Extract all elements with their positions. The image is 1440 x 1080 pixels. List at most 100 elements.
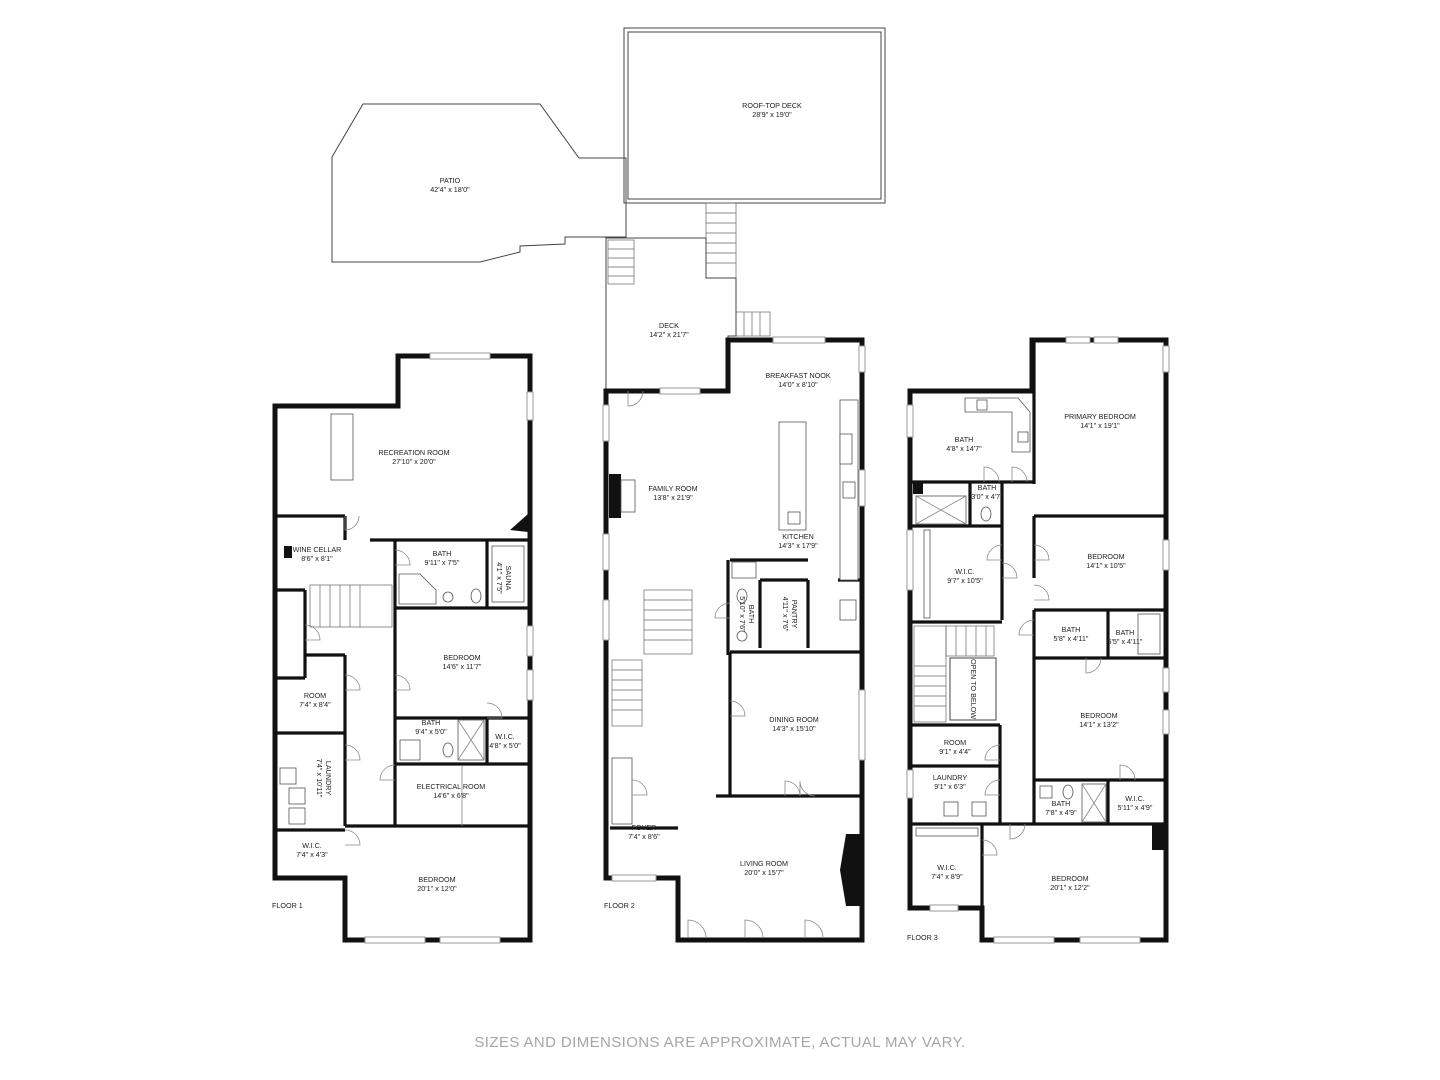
f1-wic1-name: W.I.C. bbox=[495, 732, 515, 741]
f1-laundry-name: LAUNDRY bbox=[324, 761, 333, 795]
f3-wic1-dim: 9'7" x 10'5" bbox=[947, 576, 983, 585]
patio-dim: 42'4" x 18'0" bbox=[430, 185, 470, 194]
f2-pantry-name: PANTRY bbox=[790, 600, 799, 629]
f1-wic2-name: W.I.C. bbox=[302, 841, 322, 850]
f3-bedroom1-dim: 14'1" x 10'5" bbox=[1086, 561, 1126, 570]
f2-bath-label: BATH 5'10" x 7'6" bbox=[738, 596, 756, 632]
recreation-fireplace bbox=[510, 514, 528, 532]
f3-bath2-toilet bbox=[980, 506, 992, 522]
floor2-bath-fixtures bbox=[736, 588, 748, 642]
f3-shower-x2 bbox=[915, 495, 967, 525]
f1-laundry-dim: 7'4" x 10'11" bbox=[315, 759, 324, 798]
floor1-doors bbox=[304, 515, 503, 846]
roof-deck-stairs bbox=[705, 202, 771, 337]
f2-bath-name: BATH bbox=[747, 605, 756, 624]
family-fireplace bbox=[609, 474, 621, 518]
f3-bath3-name: BATH bbox=[1062, 625, 1081, 634]
f1-bedroom1-dim: 14'6" x 11'7" bbox=[443, 662, 482, 671]
floor1-label: FLOOR 1 bbox=[272, 901, 303, 910]
floor1-bath-fixtures bbox=[398, 545, 525, 761]
f3-laundry-name: LAUNDRY bbox=[933, 773, 967, 782]
f1-recreation-name: RECREATION ROOM bbox=[379, 448, 450, 457]
f3-bath4-name: BATH bbox=[1116, 628, 1135, 637]
recreation-bar-counter bbox=[330, 413, 354, 481]
f3-bath2-dim: 3'0" x 4'7" bbox=[971, 492, 1003, 501]
f1-room-dim: 7'4" x 8'4" bbox=[299, 700, 331, 709]
f3-bedroom2-dim: 14'1" x 13'2" bbox=[1079, 720, 1119, 729]
f3-bath1-sink bbox=[976, 399, 988, 411]
f1-wine-dim: 8'6" x 8'1" bbox=[301, 554, 333, 563]
f2-kitchen-name: KITCHEN bbox=[782, 532, 814, 541]
roof-deck-outline bbox=[623, 27, 886, 204]
disclaimer-text: SIZES AND DIMENSIONS ARE APPROXIMATE, AC… bbox=[474, 1034, 965, 1051]
f3-laundry-dim: 9'1" x 6'3" bbox=[934, 782, 966, 791]
f1-wine-name: WINE CELLAR bbox=[293, 545, 342, 554]
f2-bath-dim: 5'10" x 7'6" bbox=[738, 596, 747, 632]
f1-bedroom2-name: BEDROOM bbox=[418, 875, 455, 884]
roof-deck-dim: 28'9" x 19'0" bbox=[752, 110, 792, 119]
f3-bedroom2-name: BEDROOM bbox=[1080, 711, 1117, 720]
f3-bedroom3-dim: 20'1" x 12'2" bbox=[1050, 883, 1090, 892]
f3-wic2-name: W.I.C. bbox=[1125, 794, 1145, 803]
f3-primary-name: PRIMARY BEDROOM bbox=[1064, 412, 1136, 421]
f1-bedroom2-dim: 20'1" x 12'0" bbox=[417, 884, 457, 893]
f1-bath1-dim: 9'11" x 7'5" bbox=[425, 558, 460, 567]
f1-recreation-dim: 27'10" x 20'0" bbox=[392, 457, 436, 466]
f1-sauna-label: SAUNA 4'1" x 7'5" bbox=[495, 562, 513, 594]
roof-deck-inner bbox=[627, 31, 882, 200]
f3-bath5-name: BATH bbox=[1052, 799, 1071, 808]
f3-bath3-dim: 5'8" x 4'11" bbox=[1054, 634, 1089, 643]
f3-wic1-name: W.I.C. bbox=[955, 567, 975, 576]
f2-dining-dim: 14'3" x 15'10" bbox=[772, 724, 816, 733]
f1-bath2-name: BATH bbox=[422, 718, 441, 727]
f2-breakfast-name: BREAKFAST NOOK bbox=[765, 371, 831, 380]
f2-family-dim: 13'8" x 21'9" bbox=[653, 493, 693, 502]
patio-name: PATIO bbox=[440, 176, 461, 185]
floor1-laundry-appliances bbox=[279, 767, 306, 825]
roof-deck-name: ROOF-TOP DECK bbox=[742, 101, 802, 110]
f3-wic3-name: W.I.C. bbox=[937, 863, 957, 872]
deck-stairs bbox=[607, 239, 635, 285]
f2-pantry-dim: 4'11" x 7'6" bbox=[781, 597, 790, 632]
f3-bedroom1-name: BEDROOM bbox=[1087, 552, 1124, 561]
f3-wic1-shelf bbox=[923, 529, 931, 619]
floor2-stairs bbox=[611, 589, 693, 727]
f3-wic3-dim: 7'4" x 8'9" bbox=[931, 872, 963, 881]
floor2-windows bbox=[602, 336, 866, 882]
patio-outline bbox=[331, 103, 627, 263]
f2-breakfast-dim: 14'0" x 8'10" bbox=[778, 380, 818, 389]
floor2-interior-walls bbox=[610, 558, 860, 830]
kitchen-appliances bbox=[731, 433, 857, 621]
floor3-stairs bbox=[913, 625, 997, 723]
f3-room-name: ROOM bbox=[944, 738, 966, 747]
f3-primary-dim: 14'1" x 19'1" bbox=[1080, 421, 1120, 430]
f1-laundry-label: LAUNDRY 7'4" x 10'11" bbox=[315, 759, 333, 798]
f3-bath1-name: BATH bbox=[955, 435, 974, 444]
floor1-exterior-wall bbox=[272, 353, 533, 943]
deck-outline bbox=[605, 237, 737, 389]
f3-bath1-counter bbox=[964, 397, 1031, 453]
floor-3: BATH 4'8" x 14'7" PRIMARY BEDROOM 14'1" … bbox=[906, 336, 1170, 944]
f3-wic2-dim: 5'11" x 4'9" bbox=[1118, 803, 1153, 812]
f2-foyer-name: FOYER bbox=[632, 823, 657, 832]
f2-dining-name: DINING ROOM bbox=[769, 715, 819, 724]
f2-pantry-label: PANTRY 4'11" x 7'6" bbox=[781, 597, 799, 632]
f3-room-dim: 9'1" x 4'4" bbox=[939, 747, 971, 756]
floor2-doors bbox=[627, 390, 824, 939]
floor-2: BREAKFAST NOOK 14'0" x 8'10" FAMILY ROOM… bbox=[602, 336, 866, 943]
f1-bath1-name: BATH bbox=[433, 549, 452, 558]
floor3-doors bbox=[981, 466, 1136, 856]
f3-bath1-dim: 4'8" x 14'7" bbox=[946, 444, 982, 453]
f3-bedroom3-name: BEDROOM bbox=[1051, 874, 1088, 883]
kitchen-island-sink bbox=[787, 511, 801, 525]
foyer-closet bbox=[611, 757, 633, 825]
floor3-label: FLOOR 3 bbox=[907, 933, 938, 942]
f1-sauna-name: SAUNA bbox=[504, 566, 513, 591]
deck-name: DECK bbox=[659, 321, 679, 330]
f1-wic2-dim: 7'4" x 4'3" bbox=[296, 850, 328, 859]
family-fireplace-hearth bbox=[620, 479, 636, 513]
f1-sauna-dim: 4'1" x 7'5" bbox=[495, 562, 504, 594]
floor-1: RECREATION ROOM 27'10" x 20'0" WINE CELL… bbox=[272, 352, 534, 944]
f3-bath4-dim: 5'5" x 4'11" bbox=[1108, 637, 1143, 646]
